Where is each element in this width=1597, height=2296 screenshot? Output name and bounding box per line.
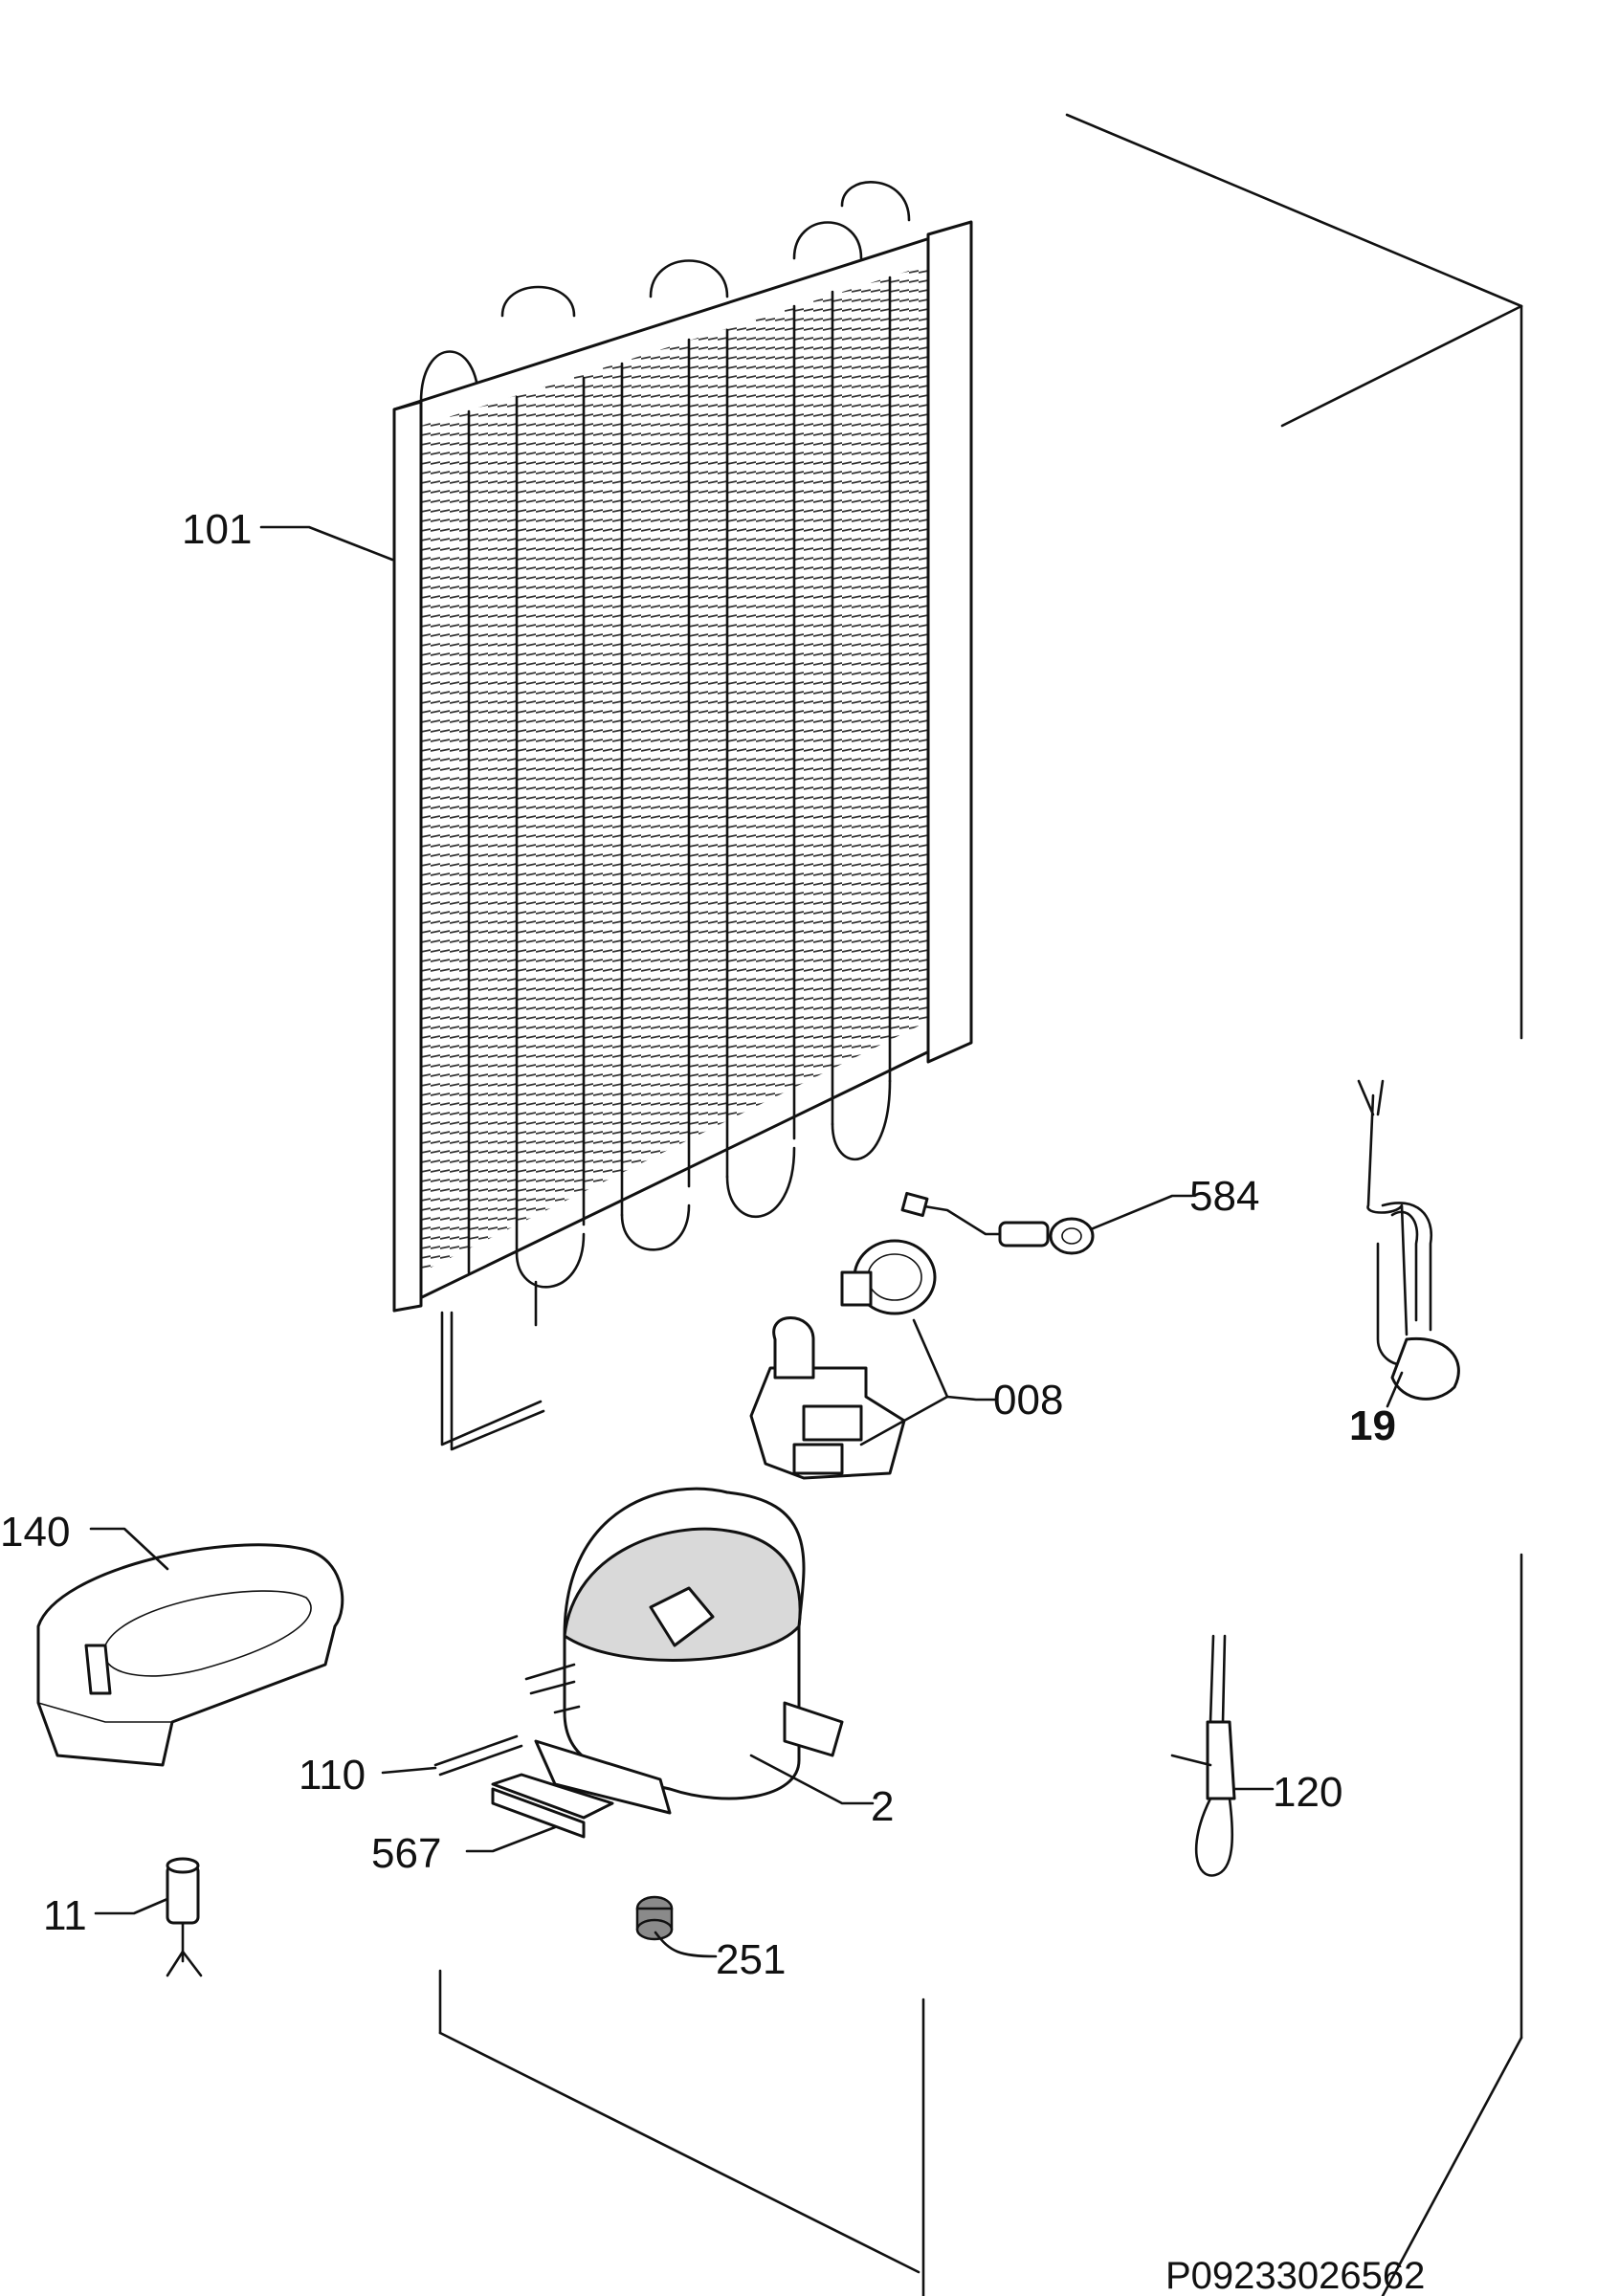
callout-110: 110 xyxy=(299,1752,366,1799)
callout-008: 008 xyxy=(993,1377,1063,1424)
condenser-part-101 xyxy=(392,181,973,1451)
callout-567: 567 xyxy=(371,1830,441,1877)
callout-2: 2 xyxy=(871,1783,894,1830)
cabinet-outline xyxy=(438,113,1523,2296)
bracket-part-567 xyxy=(491,1773,614,1839)
callout-labels: 101 584 008 19 140 110 2 120 567 11 251 … xyxy=(0,506,1425,2296)
callout-584: 584 xyxy=(1189,1173,1259,1220)
start-relay-part-008 xyxy=(749,1239,937,1480)
callout-251: 251 xyxy=(716,1936,786,1983)
compressor-tray-part-140 xyxy=(36,1543,344,1767)
relay-lead-part-584 xyxy=(900,1191,1095,1255)
power-cord-part-19 xyxy=(1357,1079,1460,1401)
compressor-part-2 xyxy=(524,1487,844,1815)
callout-140: 140 xyxy=(0,1509,70,1556)
callout-11: 11 xyxy=(43,1892,87,1939)
leader-lines xyxy=(89,525,1404,1958)
callout-120: 120 xyxy=(1273,1769,1342,1816)
callout-101: 101 xyxy=(182,506,252,553)
tube-part-110 xyxy=(433,1734,523,1777)
callout-19: 19 xyxy=(1349,1402,1396,1449)
sensor-part-120 xyxy=(1170,1634,1236,1877)
reference-code: P09233026562 xyxy=(1165,2255,1425,2296)
dryer-part-11 xyxy=(166,1857,203,1977)
nut-part-251 xyxy=(635,1895,674,1941)
